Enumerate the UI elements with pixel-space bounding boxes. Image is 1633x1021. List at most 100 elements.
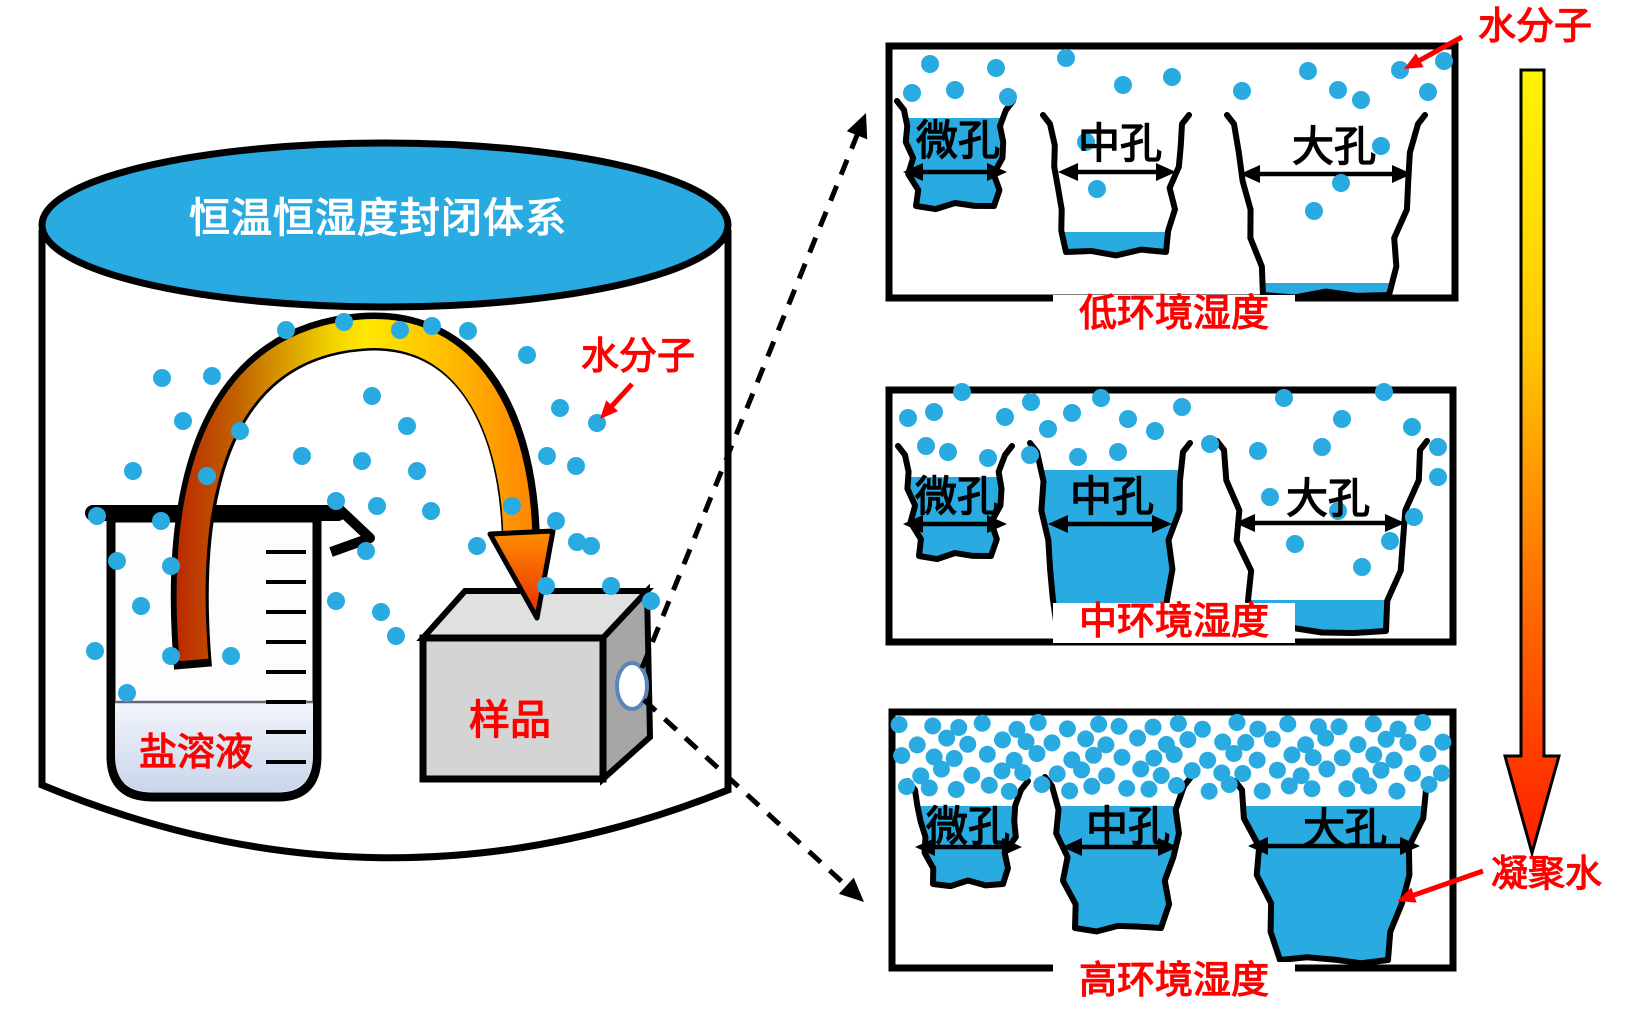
water-molecule-dot — [277, 321, 295, 339]
water-molecule-dot — [86, 642, 104, 660]
arc-arrow-shaft — [176, 319, 533, 662]
water-molecule-dot — [459, 322, 477, 340]
arrowhead — [1002, 838, 1022, 856]
water-molecule-dot — [903, 84, 921, 102]
water-molecule-dot — [1063, 404, 1081, 422]
water-molecule-dot — [1077, 730, 1095, 748]
water-molecule-dot — [1008, 720, 1026, 738]
sample-box — [416, 583, 654, 786]
condensed-water-label: 凝聚水 — [1491, 853, 1602, 894]
arrowhead — [915, 838, 935, 856]
water-molecule-dot — [1169, 715, 1187, 733]
pore-water — [907, 477, 1002, 560]
arrowhead — [1248, 837, 1268, 855]
water-molecule-dot — [1420, 776, 1438, 794]
arrowhead — [1156, 163, 1176, 181]
pore-label-micropore-low: 微孔 — [915, 116, 1001, 164]
water-molecule-dot — [1000, 782, 1018, 800]
water-molecule-dot — [1193, 720, 1211, 738]
water-molecule-dot — [1304, 749, 1322, 767]
water-molecule-dot — [537, 577, 555, 595]
water-molecule-dot — [1263, 730, 1281, 748]
arrowhead — [838, 877, 864, 902]
water-molecule-dot — [1057, 49, 1075, 67]
water-molecule-dot — [1292, 767, 1310, 785]
water-molecule-dot — [1249, 442, 1267, 460]
water-molecule-dot — [973, 714, 991, 732]
water-molecule-dot — [1299, 62, 1317, 80]
water-molecule-dot — [1414, 714, 1432, 732]
pore-wall — [905, 778, 1031, 890]
water-molecule-dot — [1372, 761, 1390, 779]
water-molecule-dot — [162, 557, 180, 575]
generated-layer — [86, 34, 1484, 967]
evaporation-arc-arrow — [170, 312, 556, 670]
water-molecule-dot — [1338, 780, 1356, 798]
beaker-liquid — [115, 702, 313, 792]
water-molecule-dot — [987, 59, 1005, 77]
arrowhead — [987, 163, 1007, 181]
water-molecule-dot — [132, 597, 150, 615]
water-molecule-dot — [1113, 748, 1131, 766]
arrowhead — [846, 113, 868, 140]
water-molecule-label-right: 水分子 — [1478, 6, 1593, 48]
water-molecule-dot — [1119, 410, 1137, 428]
water-molecule-dot — [1419, 745, 1437, 763]
pore-wall — [1042, 774, 1194, 935]
water-molecule-dot — [1214, 733, 1232, 751]
water-molecule-dot — [1237, 733, 1255, 751]
water-molecule-dot — [1088, 180, 1106, 198]
water-molecule-dot — [1399, 733, 1417, 751]
water-molecule-dot — [368, 497, 386, 515]
water-molecule-dot — [1317, 729, 1335, 747]
water-molecule-dot — [1118, 779, 1136, 797]
water-molecule-dot — [1039, 420, 1057, 438]
water-molecule-dot — [1381, 532, 1399, 550]
water-molecule-dot — [642, 592, 660, 610]
water-molecule-dot — [1168, 777, 1186, 795]
water-molecule-dot — [1021, 446, 1039, 464]
water-molecule-dot — [1434, 733, 1452, 751]
water-molecule-dot — [1033, 776, 1051, 794]
water-molecule-dot — [1332, 174, 1350, 192]
water-molecule-dot — [1360, 777, 1378, 795]
water-molecule-dot — [398, 417, 416, 435]
water-molecule-dot — [222, 647, 240, 665]
water-molecule-dot — [1261, 488, 1279, 506]
water-molecule-dot — [945, 750, 963, 768]
condensed-water-pointer — [1397, 868, 1484, 903]
arrowhead — [600, 400, 619, 419]
water-molecule-dot — [582, 537, 600, 555]
water-molecule-dot — [1432, 764, 1450, 782]
water-molecule-dot — [162, 647, 180, 665]
water-molecule-dot — [547, 512, 565, 530]
arc-arrow-head — [487, 528, 556, 621]
beaker-spout — [329, 500, 375, 557]
pore-width-arrow — [1062, 838, 1178, 856]
water-molecule-dot — [1403, 418, 1421, 436]
water-molecule-dot — [1083, 777, 1101, 795]
water-molecule-dot — [1129, 729, 1147, 747]
water-molecule-right-pointer — [1404, 34, 1464, 69]
water-molecule-dot — [231, 422, 249, 440]
pore-label-micropore-mid: 微孔 — [914, 472, 1000, 520]
caption-mid-humidity: 中环境湿度 — [1053, 602, 1295, 643]
pore-width-arrow — [903, 515, 1007, 533]
humidity-gradient-arrow — [1503, 68, 1561, 859]
pore-label-mesopore-mid: 中孔 — [1069, 472, 1155, 520]
water-molecule-dot — [947, 781, 965, 799]
water-molecule-dot — [1279, 715, 1297, 733]
water-molecule-dot — [1388, 782, 1406, 800]
water-molecule-dot — [1303, 780, 1321, 798]
water-molecule-dot — [1069, 448, 1087, 466]
water-molecule-dot — [1028, 745, 1046, 763]
water-molecule-dot — [1349, 736, 1367, 754]
water-molecule-dot — [939, 443, 957, 461]
water-molecule-dot — [1435, 52, 1453, 70]
water-molecule-dot — [363, 387, 381, 405]
water-molecule-dot — [1286, 535, 1304, 553]
water-molecule-dot — [1280, 777, 1298, 795]
water-molecule-dot — [1228, 714, 1246, 732]
water-molecule-dot — [372, 603, 390, 621]
water-molecule-dot — [963, 766, 981, 784]
